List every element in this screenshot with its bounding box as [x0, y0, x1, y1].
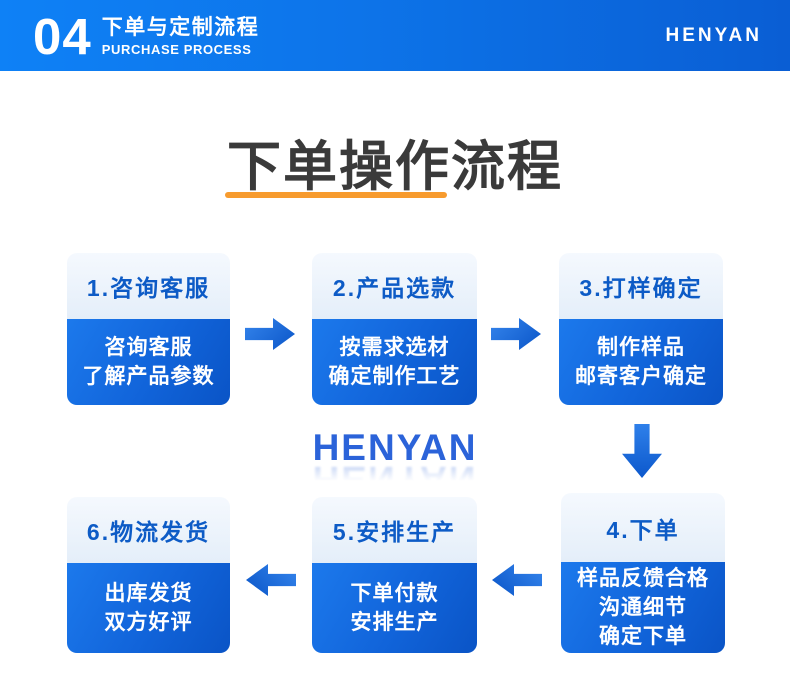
step-card-6: 6.物流发货 出库发货 双方好评	[67, 497, 230, 653]
step-line: 确定下单	[599, 625, 687, 648]
step-line: 双方好评	[104, 611, 193, 634]
step-description: 样品反馈合格 沟通细节 确定下单	[561, 562, 725, 653]
step-description: 下单付款 安排生产	[312, 563, 477, 653]
arrow-right-icon	[491, 318, 541, 350]
step-line: 下单付款	[350, 582, 439, 605]
step-title: 6.物流发货	[67, 497, 230, 563]
step-line: 按需求选材	[339, 336, 450, 359]
step-line: 安排生产	[350, 611, 439, 634]
step-title: 3.打样确定	[559, 253, 723, 319]
step-title: 5.安排生产	[312, 497, 477, 563]
step-line: 沟通细节	[599, 596, 687, 619]
brand-logo: HENYAN	[665, 24, 762, 46]
brand-watermark-text: HENYAN	[312, 427, 478, 468]
section-title: 下单与定制流程	[101, 16, 260, 39]
step-line: 邮寄客户确定	[575, 365, 707, 388]
step-line: 确定制作工艺	[328, 365, 461, 388]
step-line: 了解产品参数	[82, 365, 215, 388]
brand-watermark: HENYAN HENYAN	[0, 427, 790, 501]
step-line: 样品反馈合格	[577, 567, 709, 590]
arrow-left-icon	[492, 564, 542, 596]
step-title: 2.产品选款	[312, 253, 477, 319]
step-card-1: 1.咨询客服 咨询客服 了解产品参数	[67, 253, 230, 405]
step-card-3: 3.打样确定 制作样品 邮寄客户确定	[559, 253, 723, 405]
page-title-holder: 下单操作流程	[225, 137, 563, 198]
title-underline	[225, 192, 447, 198]
step-description: 按需求选材 确定制作工艺	[312, 319, 477, 405]
section-number: 04	[33, 8, 92, 65]
step-card-4: 4.下单 样品反馈合格 沟通细节 确定下单	[561, 493, 725, 653]
step-title: 4.下单	[561, 493, 725, 562]
step-description: 制作样品 邮寄客户确定	[559, 319, 723, 405]
step-description: 咨询客服 了解产品参数	[67, 319, 230, 405]
arrow-right-icon	[245, 318, 295, 350]
section-title-block: 下单与定制流程 PURCHASE PROCESS	[102, 14, 260, 57]
arrow-down-icon	[622, 424, 662, 478]
step-card-5: 5.安排生产 下单付款 安排生产	[312, 497, 477, 653]
page-title-row: 下单操作流程	[0, 137, 790, 198]
step-line: 出库发货	[104, 582, 193, 605]
section-subtitle: PURCHASE PROCESS	[101, 42, 252, 57]
step-line: 咨询客服	[104, 336, 193, 359]
step-description: 出库发货 双方好评	[67, 563, 230, 653]
step-card-2: 2.产品选款 按需求选材 确定制作工艺	[312, 253, 477, 405]
step-title: 1.咨询客服	[67, 253, 230, 319]
section-header: 04 下单与定制流程 PURCHASE PROCESS HENYAN	[0, 0, 790, 71]
arrow-left-icon	[246, 564, 296, 596]
page-title: 下单操作流程	[227, 137, 563, 197]
step-line: 制作样品	[597, 336, 685, 359]
